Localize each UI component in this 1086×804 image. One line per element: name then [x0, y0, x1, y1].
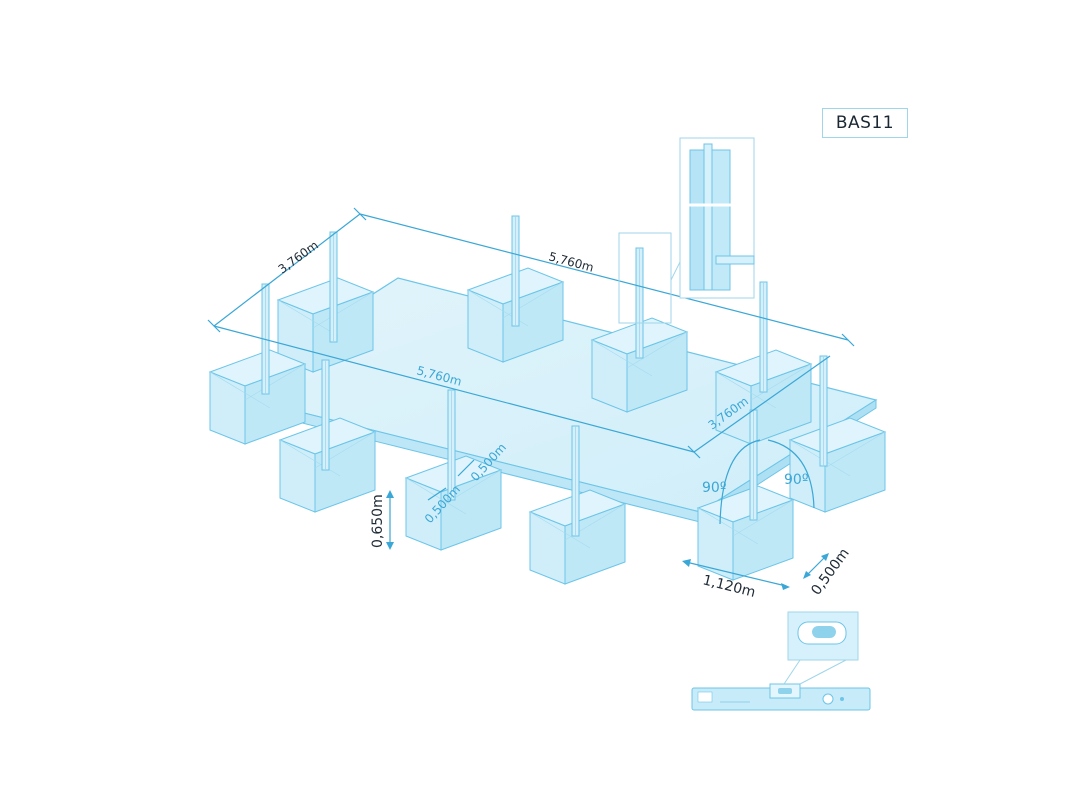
- footing-5: [209, 349, 306, 445]
- post-5: [759, 281, 768, 393]
- angle-arc-left: [719, 439, 761, 525]
- code-label-box: BAS11: [822, 108, 908, 138]
- spirit-level-tool-icon: [691, 683, 871, 711]
- code-label: BAS11: [835, 113, 895, 133]
- post-8: [571, 425, 580, 537]
- dimension-lines: [207, 207, 855, 590]
- level-bubble-zoom-icon: [783, 611, 859, 685]
- post-6: [321, 359, 330, 471]
- post-9: [749, 409, 758, 521]
- post-4: [635, 247, 644, 359]
- dim-top-width: 3,760m: [276, 238, 321, 276]
- dim-height: 0,650m: [370, 494, 386, 548]
- post-3: [511, 215, 520, 327]
- angle-right-label: 90º: [784, 472, 808, 488]
- dim-bottom-width: 0,500m: [808, 545, 853, 598]
- post-1: [329, 231, 338, 343]
- angle-arc-right: [767, 439, 815, 509]
- post-10: [819, 355, 828, 467]
- dim-top-length: 5,760m: [547, 249, 595, 274]
- steel-profile-detail-icon: [618, 137, 755, 324]
- angle-left-label: 90º: [702, 480, 726, 496]
